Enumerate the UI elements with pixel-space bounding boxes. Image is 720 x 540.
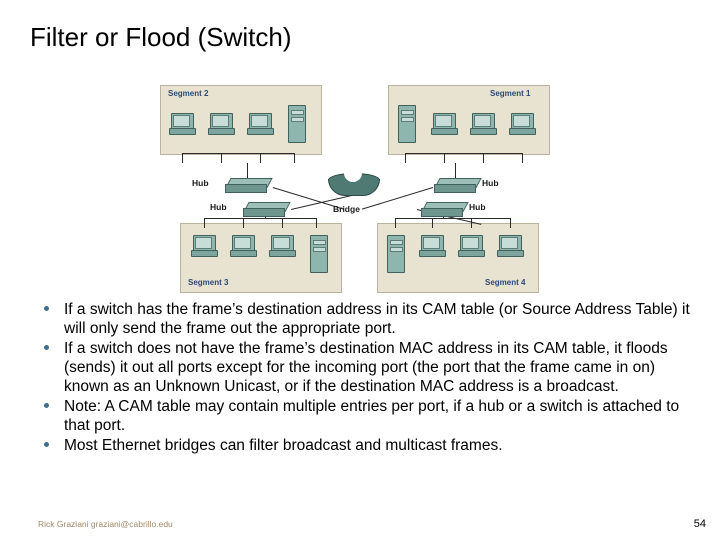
segment-drop-line <box>282 218 283 228</box>
workstation-icon <box>497 235 524 257</box>
hub-icon <box>243 202 291 217</box>
bridge-icon <box>322 173 384 207</box>
hub-label: Hub <box>210 202 227 212</box>
bullet-marker-icon <box>44 345 49 350</box>
bullet-list: If a switch has the frame’s destination … <box>34 300 694 456</box>
page-title: Filter or Flood (Switch) <box>30 22 292 52</box>
workstation-icon <box>247 113 274 135</box>
segment-drop-line <box>471 218 472 228</box>
bridge-label: Bridge <box>333 204 360 214</box>
footer-credit: Rick Graziani graziani@cabrillo.edu <box>38 519 173 529</box>
hub-icon <box>225 178 273 193</box>
list-item-text: If a switch does not have the frame’s de… <box>64 340 668 395</box>
segment-bus-line <box>204 218 316 219</box>
segment-drop-line <box>260 153 261 163</box>
workstation-icon <box>269 235 296 257</box>
segment-drop-line <box>432 218 433 228</box>
server-icon <box>288 105 306 143</box>
list-item-text: If a switch has the frame’s destination … <box>64 301 690 337</box>
segment-bus-line <box>182 153 294 154</box>
server-icon <box>387 235 405 273</box>
workstation-icon <box>470 113 497 135</box>
server-icon <box>310 235 328 273</box>
segment-bus-line <box>405 153 522 154</box>
server-icon <box>398 105 416 143</box>
segment-bus-line <box>395 218 510 219</box>
workstation-icon <box>419 235 446 257</box>
list-item: Most Ethernet bridges can filter broadca… <box>34 436 694 455</box>
segment-drop-line <box>395 218 396 228</box>
segment-drop-line <box>483 153 484 163</box>
hub-uplink-line <box>247 163 248 180</box>
segment-label-2: Segment 2 <box>168 89 209 98</box>
workstation-icon <box>431 113 458 135</box>
workstation-icon <box>169 113 196 135</box>
bullet-marker-icon <box>44 442 49 447</box>
segment-drop-line <box>204 218 205 228</box>
list-item-text: Note: A CAM table may contain multiple e… <box>64 398 680 434</box>
list-item: If a switch does not have the frame’s de… <box>34 339 694 396</box>
hub-uplink-line <box>455 163 456 180</box>
segment-drop-line <box>522 153 523 163</box>
hub-icon <box>434 178 482 193</box>
bullet-marker-icon <box>44 403 49 408</box>
workstation-icon <box>509 113 536 135</box>
list-item-text: Most Ethernet bridges can filter broadca… <box>64 437 503 454</box>
workstation-icon <box>208 113 235 135</box>
segment-drop-line <box>221 153 222 163</box>
hub-label: Hub <box>469 202 486 212</box>
workstation-icon <box>458 235 485 257</box>
workstation-icon <box>191 235 218 257</box>
segment-drop-line <box>444 153 445 163</box>
network-diagram: Segment 2 Segment 1 <box>155 85 565 293</box>
segment-drop-line <box>405 153 406 163</box>
hub-icon <box>421 202 469 217</box>
list-item: If a switch has the frame’s destination … <box>34 300 694 338</box>
segment-drop-line <box>182 153 183 163</box>
hub-label: Hub <box>192 178 209 188</box>
segment-drop-line <box>243 218 244 228</box>
hub-label: Hub <box>482 178 499 188</box>
segment-drop-line <box>294 153 295 163</box>
segment-label-1: Segment 1 <box>490 89 531 98</box>
page-number: 54 <box>693 518 706 530</box>
segment-drop-line <box>510 218 511 228</box>
list-item: Note: A CAM table may contain multiple e… <box>34 397 694 435</box>
segment-label-3: Segment 3 <box>188 278 229 287</box>
bullet-marker-icon <box>44 306 49 311</box>
segment-label-4: Segment 4 <box>485 278 526 287</box>
workstation-icon <box>230 235 257 257</box>
segment-drop-line <box>316 218 317 228</box>
